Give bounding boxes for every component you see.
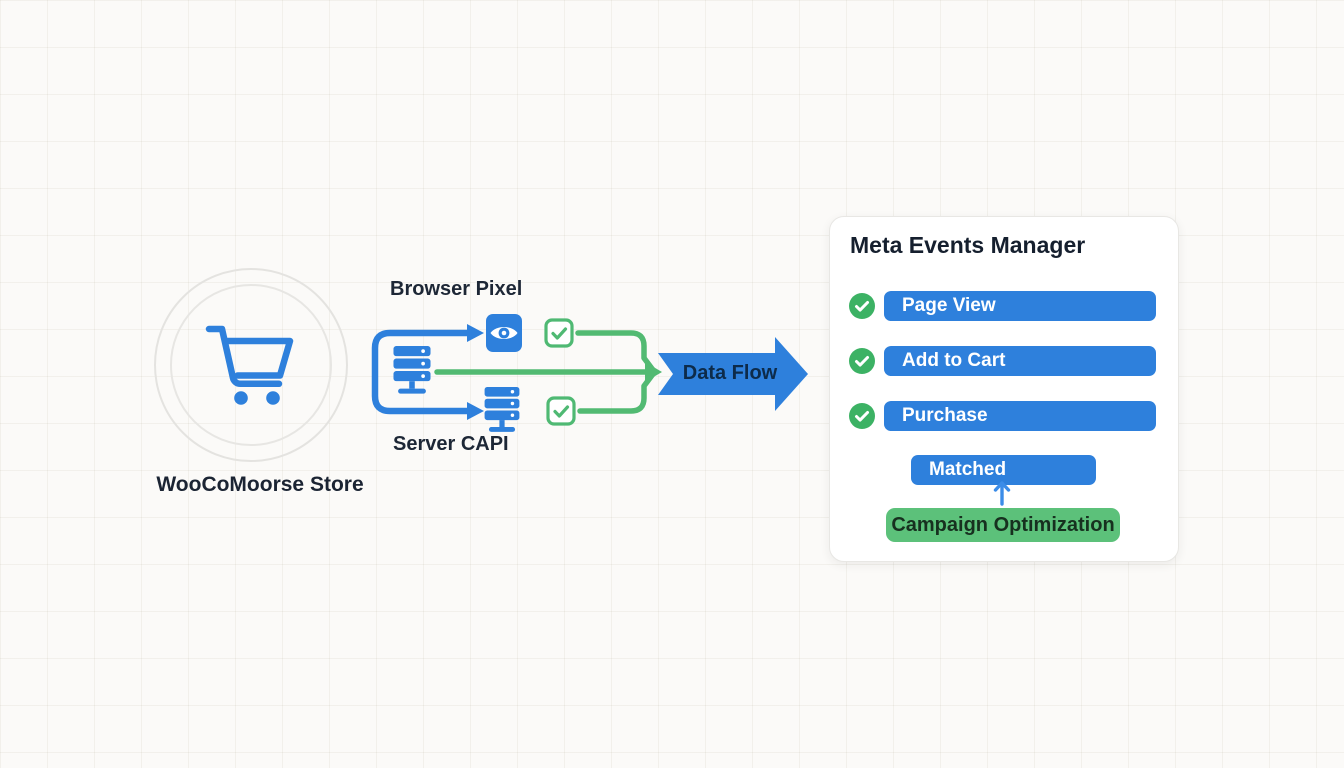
server-rack-icon — [393, 346, 431, 394]
matched-pill: Matched — [911, 455, 1096, 485]
card-title: Meta Events Manager — [850, 232, 1086, 258]
split-arrows-icon — [371, 324, 484, 420]
store-inner-circle — [170, 284, 332, 446]
circle-check-icon — [849, 403, 875, 429]
store-outer-circle — [154, 268, 348, 462]
checkbox-check-icon — [544, 318, 574, 348]
event-pill-purchase: Purchase — [884, 401, 1156, 431]
circle-check-icon — [849, 293, 875, 319]
server-rack-icon — [484, 387, 520, 432]
data-flow-label: Data Flow — [682, 362, 778, 384]
campaign-optimization-pill: Campaign Optimization — [886, 508, 1120, 542]
server-capi-label: Server CAPI — [393, 433, 509, 455]
event-pill-page-view: Page View — [884, 291, 1156, 321]
shopping-cart-icon — [205, 325, 294, 405]
checkbox-check-icon — [546, 396, 576, 426]
events-manager-card: Meta Events Manager Page View Add to Car… — [829, 216, 1179, 562]
block-arrow-right-icon — [658, 337, 808, 411]
eye-icon — [486, 314, 522, 352]
arrow-up-icon — [993, 481, 1011, 506]
circle-check-icon — [849, 348, 875, 374]
store-label: WooCoMoorse Store — [156, 473, 364, 496]
event-pill-add-to-cart: Add to Cart — [884, 346, 1156, 376]
browser-pixel-label: Browser Pixel — [390, 278, 523, 300]
merge-lines-arrow-icon — [434, 330, 662, 414]
